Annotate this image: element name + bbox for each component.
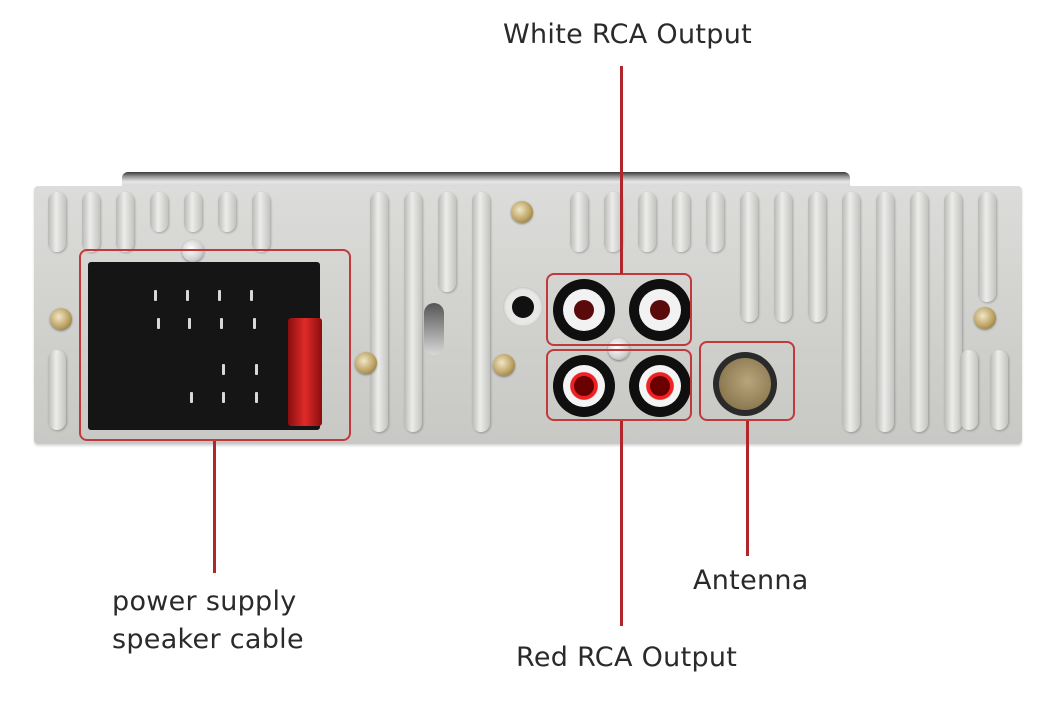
connector-pin [255,392,258,403]
power-leader-line [213,441,216,573]
power-supply-label: power supply [112,586,297,617]
connector-pin [220,318,223,329]
screw-icon [974,307,996,329]
heat-sink-fin [404,192,422,432]
heat-sink-fin [150,192,168,232]
heat-sink-fin [638,192,656,252]
heat-sink-fin [604,192,622,252]
white-rca-label: White RCA Output [503,19,752,50]
red-rca-label: Red RCA Output [516,642,738,673]
speaker-cable-label: speaker cable [112,624,304,655]
white-rca-jack [553,279,615,341]
heat-sink-fin [116,192,134,252]
heat-sink-fin [706,192,724,252]
heat-sink-fin [82,192,100,252]
antenna-socket [713,352,777,416]
red-rca-callout [546,349,692,421]
aux-jack [503,287,543,327]
mounting-slot [424,303,444,355]
connector-pin [186,290,189,301]
heat-sink-fin [370,192,388,432]
red-rca-jack [553,355,615,417]
iso-connector [88,262,320,430]
heat-sink-fin [438,192,456,292]
heat-sink-fin [218,192,236,232]
heat-sink-fin [944,192,962,432]
heat-sink-fin [672,192,690,252]
connector-pin [157,318,160,329]
white-rca-leader-line [620,66,623,274]
heat-sink-fin [252,192,270,252]
screw-icon [50,308,72,330]
power-connector-callout [79,249,351,441]
heat-sink-fin [570,192,588,252]
red-rca-jack [629,355,691,417]
connector-pin [222,392,225,403]
heat-sink-fin [808,192,826,322]
heat-sink-fin [740,192,758,322]
connector-pin [218,290,221,301]
heat-sink-fin [960,350,978,430]
connector-pin [222,364,225,375]
fuse-icon [288,318,322,426]
red-rca-leader-line [620,421,623,626]
screw-icon [182,240,204,262]
radio-top-edge [122,172,850,188]
heat-sink-fin [876,192,894,432]
screw-icon [511,201,533,223]
heat-sink-fin [842,192,860,432]
screw-icon [355,352,377,374]
connector-pin [190,392,193,403]
heat-sink-fin [472,192,490,432]
antenna-leader-line [746,421,749,556]
heat-sink-fin [774,192,792,322]
connector-pin [154,290,157,301]
heat-sink-fin [978,192,996,302]
heat-sink-fin [910,192,928,432]
heat-sink-fin [48,350,66,430]
heat-sink-fin [48,192,66,252]
heat-sink-fin [990,350,1008,430]
antenna-callout [699,341,795,421]
connector-pin [255,364,258,375]
connector-pin [250,290,253,301]
white-rca-callout [546,273,692,346]
antenna-label: Antenna [693,565,809,596]
white-rca-jack [629,279,691,341]
heat-sink-fin [184,192,202,232]
connector-pin [188,318,191,329]
screw-icon [493,354,515,376]
connector-pin [253,318,256,329]
